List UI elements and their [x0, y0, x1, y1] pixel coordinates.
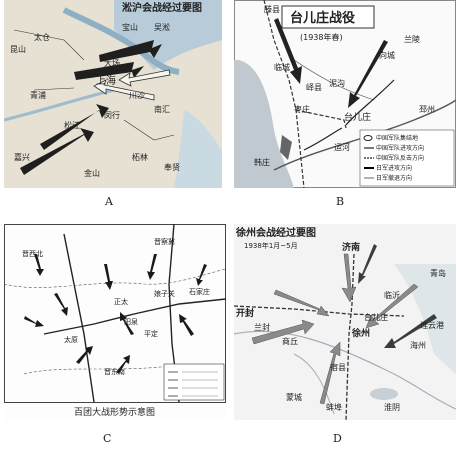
- panel-c-caption: 百团大战形势示意图: [74, 406, 155, 418]
- place-zaozhuang: 枣庄: [294, 104, 310, 114]
- place-jinshan: 金山: [84, 168, 100, 178]
- place-yixian: 峄县: [306, 83, 322, 92]
- panel-d-title: 徐州会战经过要图: [235, 226, 316, 239]
- place-jinchaji: 晋察冀: [154, 237, 175, 246]
- place-qingpu: 青浦: [30, 90, 46, 100]
- legend-item: 中国军队进攻方向: [364, 144, 424, 152]
- place-jinan: 济南: [342, 241, 360, 253]
- legend-item: 日军撤退方向: [364, 174, 412, 182]
- svg-text:中国军队反击方向: 中国军队反击方向: [376, 154, 424, 162]
- place-mengcheng: 蒙城: [286, 392, 302, 402]
- place-minhang: 闵行: [104, 110, 120, 120]
- place-xiangcheng: 向城: [379, 50, 395, 60]
- place-jiaxing: 嘉兴: [14, 152, 30, 162]
- place-shijiazhuang: 石家庄: [189, 287, 210, 296]
- svg-text:日军撤退方向: 日军撤退方向: [376, 174, 412, 182]
- place-haizhou: 海州: [410, 340, 426, 350]
- place-taierzhuang-d: 台儿庄: [364, 312, 388, 322]
- place-shanghai: 上海: [96, 74, 116, 87]
- place-nanhui: 南汇: [154, 104, 170, 114]
- svg-text:中国军队集结地: 中国军队集结地: [376, 134, 418, 142]
- svg-text:中国军队进攻方向: 中国军队进攻方向: [376, 144, 424, 152]
- place-jindongnan: 晋东南: [104, 367, 125, 376]
- panel-b-map: 台儿庄战役 (1938年春) 滕县 临城 峄县 枣庄 台儿庄 邳州 运河 兰陵 …: [234, 0, 456, 188]
- panel-b-title: 台儿庄战役: [290, 10, 355, 26]
- place-linyi: 临沂: [384, 290, 400, 300]
- place-suxian: 宿县: [330, 362, 346, 372]
- place-fengxian: 奉贤: [164, 162, 180, 172]
- place-xuzhou: 徐州: [351, 327, 370, 339]
- legend-item: 中国军队反击方向: [364, 154, 424, 162]
- legend-item: 中国军队集结地: [363, 134, 418, 142]
- panel-b-letter: B: [336, 195, 345, 208]
- panel-c-map: 晋西北 晋察冀 正太 太原 晋东南 阳泉 平定 娘子关 石家庄 百团大战形势示意…: [4, 224, 226, 420]
- place-songjiang: 松江: [64, 120, 80, 130]
- place-bengbu: 蚌埠: [326, 402, 342, 412]
- place-pizhou: 邳州: [419, 105, 435, 114]
- place-pingding: 平定: [144, 329, 158, 338]
- place-yangquan: 阳泉: [124, 317, 138, 326]
- place-dachang: 大场: [104, 58, 120, 68]
- place-lanfeng: 兰封: [254, 322, 270, 332]
- panel-a-title: 淞沪会战经过要图: [122, 1, 202, 14]
- panel-d-map: 徐州会战经过要图 1938年1月~5月 济南 青岛 开封 徐州 台儿庄 临沂 连…: [234, 224, 456, 420]
- place-taicang: 太仓: [34, 32, 50, 42]
- place-zhengtai: 正太: [114, 297, 128, 306]
- place-taiyuan: 太原: [64, 335, 78, 344]
- place-kunshan: 昆山: [10, 44, 26, 54]
- svg-text:日军进攻方向: 日军进攻方向: [376, 164, 412, 172]
- place-shangqiu: 商丘: [282, 336, 298, 346]
- legend-item: 日军进攻方向: [364, 164, 412, 172]
- place-lianyungang: 连云港: [420, 320, 444, 330]
- place-yunhe: 运河: [334, 142, 350, 152]
- panel-a-letter: A: [105, 195, 113, 208]
- place-qingdao: 青岛: [430, 268, 446, 278]
- place-kaifeng: 开封: [236, 307, 254, 319]
- place-baoshan: 宝山: [122, 22, 138, 32]
- place-jinxibei: 晋西北: [22, 250, 43, 258]
- place-wusong: 吴淞: [154, 23, 170, 32]
- place-lanling: 兰陵: [404, 34, 420, 44]
- panel-b-subtitle: (1938年春): [300, 32, 343, 42]
- panel-c-letter: C: [103, 432, 112, 445]
- place-zhelin: 柘林: [132, 152, 148, 162]
- place-tengxian: 滕县: [264, 4, 280, 14]
- place-huaiyin: 淮阴: [384, 402, 400, 412]
- place-niangziguan: 娘子关: [154, 289, 175, 298]
- panel-d-letter: D: [333, 432, 342, 445]
- place-hanzhuang: 韩庄: [254, 157, 270, 167]
- place-lincheng: 临城: [274, 62, 290, 72]
- place-chuansha: 川沙: [129, 91, 145, 100]
- panel-d-subtitle: 1938年1月~5月: [244, 241, 298, 250]
- place-taierzhuang: 台儿庄: [344, 111, 371, 123]
- panel-a-map: 淞沪会战经过要图 上海 昆山 太仓 大场 松江 南汇 吴淞 宝山 川沙 闵行 青…: [4, 0, 222, 188]
- panel-b-legend: 中国军队集结地 中国军队进攻方向 中国军队反击方向 日军进攻方向 日军撤退方向: [359, 129, 455, 187]
- place-nigou: 泥沟: [329, 78, 345, 88]
